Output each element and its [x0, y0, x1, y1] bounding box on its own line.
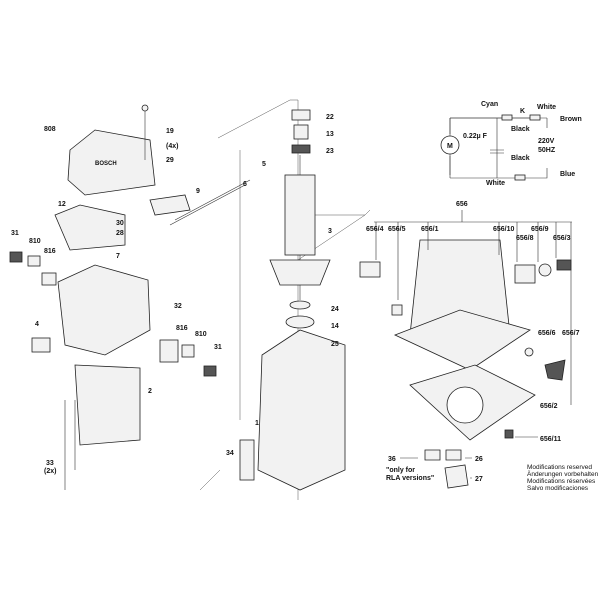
label-24: 24: [331, 306, 339, 313]
armature-3: [284, 174, 316, 256]
label-816: 816: [176, 325, 188, 332]
motor-housing-32: [57, 264, 151, 356]
motor-label: M: [447, 143, 453, 150]
label-656-6: 656/6: [538, 330, 556, 337]
label-22: 22: [326, 114, 334, 121]
label-2x: (2x): [44, 468, 56, 475]
wire-brown-label: Brown: [560, 116, 582, 123]
label-28: 28: [116, 230, 124, 237]
label-656-11: 656/11: [540, 436, 561, 443]
stator-2: [74, 364, 141, 446]
svg-text:Modifications réservées: Modifications réservées: [527, 478, 596, 485]
label-4x: (4x): [166, 143, 178, 150]
label-19: 19: [166, 128, 174, 135]
label-12: 12: [58, 201, 66, 208]
switch-k-label: K: [520, 108, 525, 115]
motor-symbol: [440, 135, 460, 155]
wiring-diagram: M Cyan K White Brown 0.22µ F Black 220V …: [440, 101, 582, 187]
brand-logo: BOSCH: [95, 161, 117, 167]
wire-cyan-label: Cyan: [481, 101, 498, 108]
label-26: 26: [475, 456, 483, 463]
label-2: 2: [148, 388, 152, 395]
wire-blue-label: Blue: [560, 171, 575, 178]
label-808: 808: [44, 126, 56, 133]
housing-cover-808: [67, 129, 156, 196]
capacitor-label: 0.22µ F: [463, 133, 488, 140]
wire-black-top-label: Black: [511, 126, 530, 133]
label-34: 34: [226, 450, 234, 457]
svg-text:Änderungen vorbehalten: Änderungen vorbehalten: [527, 470, 599, 478]
voltage-label: 220V: [538, 138, 555, 145]
label-816: 816: [44, 248, 56, 255]
label-810: 810: [195, 331, 207, 338]
part-labels: 808 19 (4x) 29 9 12 30 28 7 31 810 816 3…: [11, 114, 580, 483]
label-36: 36: [388, 456, 396, 463]
label-14: 14: [331, 323, 339, 330]
label-5: 5: [262, 161, 266, 168]
modifications-notice: Modifications reserved Änderungen vorbeh…: [527, 464, 599, 492]
label-656-3: 656/3: [553, 235, 571, 242]
label-31: 31: [11, 230, 19, 237]
label-656-10: 656/10: [493, 226, 515, 233]
label-32: 32: [174, 303, 182, 310]
rla-note-line1: "only for: [386, 467, 415, 474]
svg-text:Modifications reserved: Modifications reserved: [527, 464, 592, 471]
label-9: 9: [196, 188, 200, 195]
label-25: 25: [331, 341, 339, 348]
rla-note-line2: RLA versions": [386, 475, 434, 482]
label-23: 23: [326, 148, 334, 155]
label-31: 31: [214, 344, 222, 351]
label-656-1: 656/1: [421, 226, 439, 233]
label-810: 810: [29, 238, 41, 245]
center-assembly: [239, 109, 346, 491]
base-assembly: [359, 210, 572, 489]
label-656-2: 656/2: [540, 403, 558, 410]
label-13: 13: [326, 131, 334, 138]
label-29: 29: [166, 157, 174, 164]
wire-white-top-label: White: [537, 104, 556, 111]
left-assembly: BOSCH: [9, 104, 251, 490]
wire-white-bottom-label: White: [486, 180, 505, 187]
wire-black-bottom-label: Black: [511, 155, 530, 162]
label-27: 27: [475, 476, 483, 483]
label-656-9: 656/9: [531, 226, 549, 233]
label-656-5: 656/5: [388, 226, 406, 233]
label-6: 6: [243, 181, 247, 188]
label-656-8: 656/8: [516, 235, 534, 242]
label-33: 33: [46, 460, 54, 467]
housing-1: [257, 329, 346, 491]
label-30: 30: [116, 220, 124, 227]
label-4: 4: [35, 321, 39, 328]
label-656-7: 656/7: [562, 330, 580, 337]
label-7: 7: [116, 253, 120, 260]
label-3: 3: [328, 228, 332, 235]
label-656: 656: [456, 201, 468, 208]
svg-text:Salvo modificaciones: Salvo modificaciones: [527, 485, 589, 492]
label-656-4: 656/4: [366, 226, 384, 233]
label-1: 1: [255, 420, 259, 427]
frequency-label: 50HZ: [538, 147, 556, 154]
